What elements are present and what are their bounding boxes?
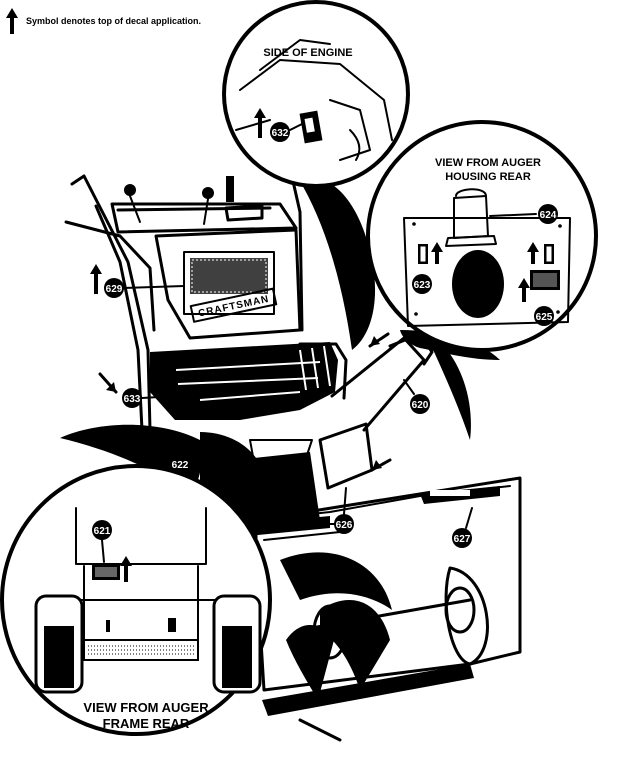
view-side-of-engine: SIDE OF ENGINE 632 <box>222 0 410 188</box>
view-auger-frame-rear: 621 VIEW FROM AUGER FRAME REAR <box>0 464 272 736</box>
callout-623: 623 <box>412 274 432 294</box>
view-engine-title: SIDE OF ENGINE <box>263 47 352 59</box>
up-arrow-icon <box>90 264 102 294</box>
view-auger-housing-rear: VIEW FROM AUGER HOUSING REAR 624 623 <box>366 120 598 352</box>
svg-text:623: 623 <box>414 280 431 291</box>
svg-text:621: 621 <box>94 526 111 537</box>
up-arrow-icon <box>431 242 443 264</box>
svg-text:633: 633 <box>124 394 141 405</box>
up-arrow-icon <box>120 556 132 582</box>
callout-625: 625 <box>534 306 554 326</box>
up-arrow-icon <box>518 278 530 302</box>
view-housing-title-1: VIEW FROM AUGER <box>435 157 541 169</box>
legend-text: Symbol denotes top of decal application. <box>26 16 201 26</box>
up-arrow-icon <box>254 108 266 138</box>
callout-632: 632 <box>270 122 290 142</box>
view-frame-title-2: FRAME REAR <box>103 716 190 731</box>
callout-633: 633 <box>122 388 142 408</box>
legend: Symbol denotes top of decal application. <box>6 8 201 34</box>
svg-text:625: 625 <box>536 312 553 323</box>
svg-text:626: 626 <box>336 520 353 531</box>
callout-621: 621 <box>92 520 112 540</box>
svg-text:627: 627 <box>454 534 471 545</box>
callout-622: 622 <box>170 454 190 474</box>
callout-629: 629 <box>104 278 124 298</box>
svg-text:629: 629 <box>106 284 123 295</box>
up-arrow-icon <box>527 242 539 264</box>
svg-text:624: 624 <box>540 210 557 221</box>
callout-620: 620 <box>410 394 430 414</box>
snow-thrower-illustration: CRAFTSMAN <box>64 166 522 742</box>
svg-text:620: 620 <box>412 400 429 411</box>
callout-626: 626 <box>334 514 354 534</box>
callout-627: 627 <box>452 528 472 548</box>
view-housing-title-2: HOUSING REAR <box>445 171 531 183</box>
up-arrow-icon <box>6 8 18 34</box>
main-callouts: 629 633 622 620 626 <box>90 264 473 548</box>
view-frame-title-1: VIEW FROM AUGER <box>83 700 209 715</box>
callout-624: 624 <box>538 204 558 224</box>
svg-text:632: 632 <box>272 128 289 139</box>
svg-text:622: 622 <box>172 460 189 471</box>
